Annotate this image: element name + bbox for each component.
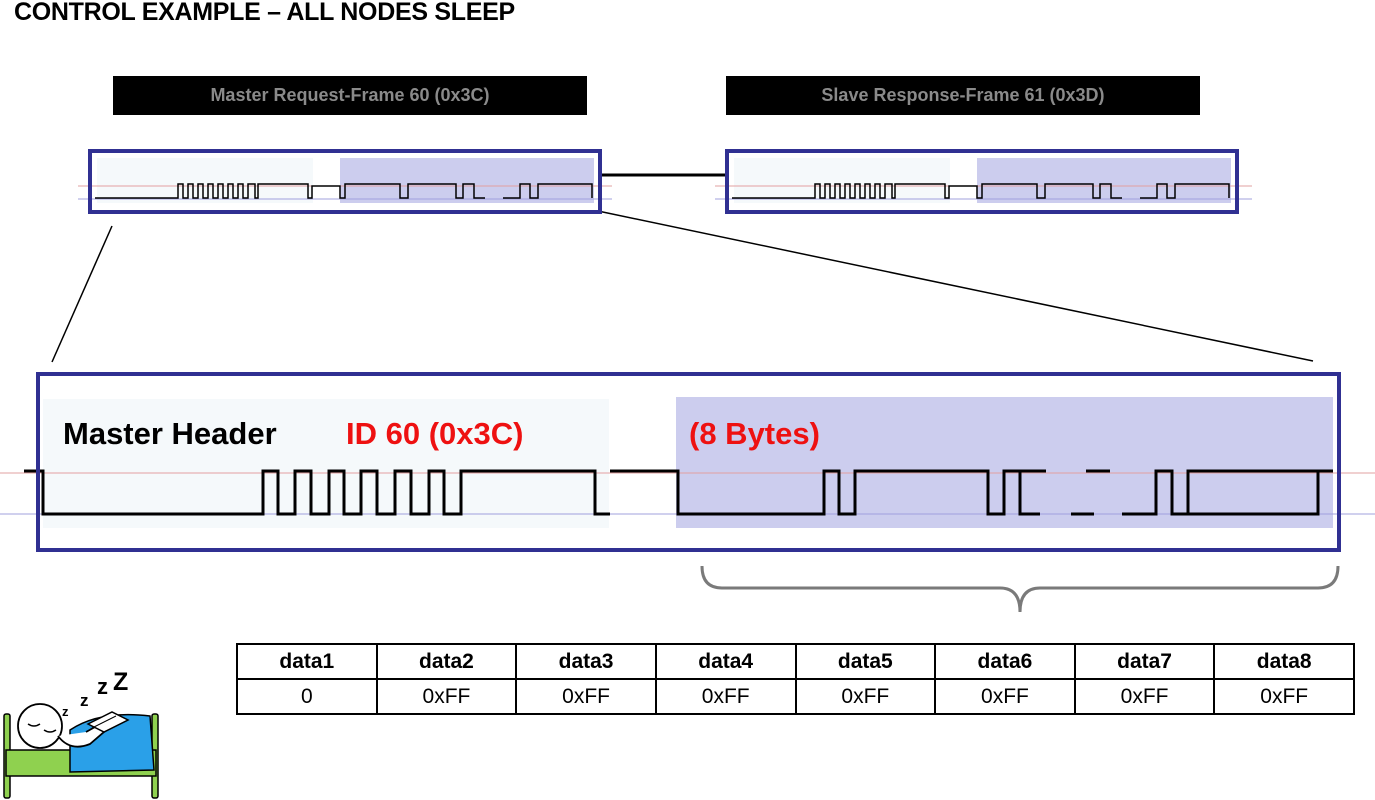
table-header-cell: data8 xyxy=(1213,643,1355,680)
table-row: 0 0xFF 0xFF 0xFF 0xFF 0xFF 0xFF 0xFF xyxy=(236,678,1355,715)
big-waveform xyxy=(24,469,1333,516)
sleeping-person-icon: z z z Z xyxy=(3,672,159,799)
table-header-cell: data1 xyxy=(236,643,378,680)
table-cell: 0xFF xyxy=(375,678,518,715)
small-slave-response-region xyxy=(977,158,1231,203)
table-header-cell: data2 xyxy=(375,643,518,680)
table-cell: 0xFF xyxy=(794,678,937,715)
small-master-response-region xyxy=(340,158,594,203)
table-cell: 0xFF xyxy=(1213,678,1355,715)
table-header-row: data1 data2 data3 data4 data5 data6 data… xyxy=(236,643,1355,680)
data-bytes-table: data1 data2 data3 data4 data5 data6 data… xyxy=(236,643,1355,715)
table-header-cell: data4 xyxy=(654,643,797,680)
table-header-cell: data7 xyxy=(1073,643,1216,680)
table-cell: 0xFF xyxy=(654,678,797,715)
slave-response-frame-label: Slave Response-Frame 61 (0x3D) xyxy=(726,76,1200,115)
zoom-line-right xyxy=(597,210,1314,362)
small-master-header-region xyxy=(97,158,313,203)
master-request-frame-label: Master Request-Frame 60 (0x3C) xyxy=(113,76,587,115)
bytes-count-label: (8 Bytes) xyxy=(689,416,820,451)
master-header-region xyxy=(43,399,609,528)
small-slave-waveform xyxy=(732,183,1230,199)
page-title: CONTROL EXAMPLE – ALL NODES SLEEP xyxy=(14,0,515,26)
svg-text:z: z xyxy=(80,691,89,710)
table-cell: 0xFF xyxy=(1073,678,1216,715)
bytes-brace xyxy=(700,565,1340,613)
small-slave-header-region xyxy=(734,158,950,203)
table-cell: 0 xyxy=(236,678,378,715)
table-header-cell: data5 xyxy=(794,643,937,680)
table-header-cell: data3 xyxy=(515,643,657,680)
svg-text:z: z xyxy=(97,674,108,699)
master-header-label: Master Header xyxy=(63,416,277,451)
detail-zoom-box xyxy=(36,372,1341,552)
svg-text:Z: Z xyxy=(113,672,128,696)
frame-id-label: ID 60 (0x3C) xyxy=(346,416,524,451)
svg-text:z: z xyxy=(62,704,69,719)
table-cell: 0xFF xyxy=(515,678,657,715)
master-frame-highlight-box xyxy=(88,149,602,214)
slave-frame-highlight-box xyxy=(725,149,1239,214)
small-master-waveform xyxy=(95,183,593,199)
table-cell: 0xFF xyxy=(934,678,1076,715)
zoom-line-left xyxy=(51,225,113,363)
table-header-cell: data6 xyxy=(934,643,1076,680)
